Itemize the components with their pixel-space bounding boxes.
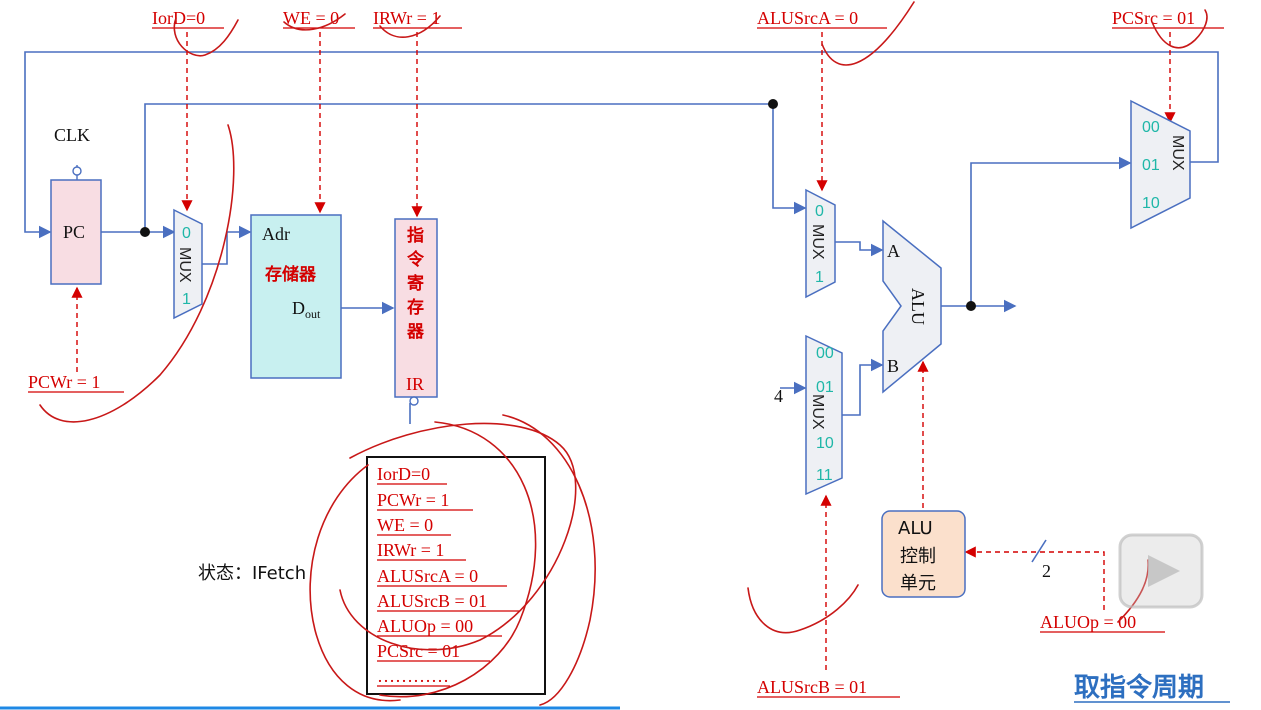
state-line: PCSrc = 01 [377, 641, 460, 661]
alu-ctrl-line: ALU [898, 518, 933, 539]
adr-label: Adr [262, 224, 290, 244]
state-line: ALUSrcA = 0 [377, 566, 478, 586]
signal-alusrcb: ALUSrcB = 01 [757, 677, 867, 697]
state-line: ALUSrcB = 01 [377, 591, 487, 611]
mux-input-00: 00 [1142, 119, 1160, 136]
signal-alusrca: ALUSrcA = 0 [757, 8, 858, 28]
mux-input-11: 11 [816, 467, 833, 484]
mux-address: 0 1 MUX [173, 208, 203, 320]
state-line: ………… [377, 666, 449, 686]
signal-iord: IorD=0 [152, 8, 205, 28]
alu: A B ALU [882, 219, 942, 394]
mux-label: MUX [809, 394, 826, 430]
junction-dot [768, 99, 778, 109]
state-panel: 状态：IFetch IorD=0 PCWr = 1 WE = 0 IRWr = … [198, 456, 546, 695]
mux-label: MUX [1169, 135, 1186, 171]
signal-aluop: ALUOp = 00 [1040, 612, 1136, 632]
alu-ctrl-line: 控制 [900, 546, 936, 567]
mux-pcsrc: 00 01 10 MUX [1130, 99, 1191, 230]
signal-irwr: IRWr = 1 [373, 8, 440, 28]
control-lines [71, 32, 1176, 670]
signal-we: WE = 0 [283, 8, 339, 28]
mux-input-00: 00 [816, 345, 834, 362]
wires [24, 51, 1219, 424]
signal-pcsrc: PCSrc = 01 [1112, 8, 1195, 28]
page-title: 取指令周期 [1074, 672, 1204, 703]
alu-control-unit: ALU 控制 单元 2 [881, 510, 1051, 598]
signal-pcwr: PCWr = 1 [28, 372, 100, 392]
pc-label: PC [63, 222, 85, 242]
mux-input-1: 1 [182, 291, 191, 308]
bus-width-label: 2 [1042, 561, 1051, 581]
handwritten-annotations [39, 1, 1208, 706]
state-line: PCWr = 1 [377, 490, 449, 510]
junction-dot [966, 301, 976, 311]
ir-char: 寄 [407, 273, 424, 294]
dout-label: Dout [292, 298, 321, 321]
alu-input-b: B [887, 356, 899, 376]
alu-label: ALU [908, 288, 928, 325]
mux-input-01: 01 [1142, 157, 1160, 174]
state-line: IRWr = 1 [377, 540, 444, 560]
junction-dot [140, 227, 150, 237]
state-line: IorD=0 [377, 464, 430, 484]
const-four: 4 [774, 386, 783, 406]
mux-input-10: 10 [816, 435, 834, 452]
ir-char: 存 [407, 297, 424, 318]
mux-input-1: 1 [815, 269, 824, 286]
ir-char: 指 [407, 225, 424, 246]
mux-label: MUX [176, 247, 193, 283]
memory-label: 存储器 [265, 264, 317, 285]
instruction-register: 指 令 寄 存 器 IR [394, 218, 438, 406]
clock-bubble-icon [409, 396, 419, 406]
play-button-icon[interactable] [1118, 533, 1204, 609]
ir-char: 器 [406, 322, 425, 342]
memory-block: Adr 存储器 Dout [250, 214, 342, 379]
clock-bubble-icon [72, 166, 82, 176]
mux-srca: 0 1 MUX [805, 188, 836, 299]
state-line: ALUOp = 00 [377, 616, 473, 636]
mux-srcb: 00 01 10 11 MUX 4 [774, 334, 843, 496]
clk-label: CLK [54, 125, 90, 145]
mux-input-01: 01 [816, 379, 834, 396]
mux-input-0: 0 [182, 225, 191, 242]
ir-char: 令 [407, 249, 425, 270]
state-line: WE = 0 [377, 515, 433, 535]
alu-input-a: A [887, 241, 900, 261]
signal-labels: IorD=0 WE = 0 IRWr = 1 ALUSrcA = 0 PCSrc… [28, 8, 1224, 698]
mux-input-10: 10 [1142, 195, 1160, 212]
state-label: 状态：IFetch [198, 563, 306, 584]
alu-ctrl-line: 单元 [900, 573, 936, 594]
mux-input-0: 0 [815, 203, 824, 220]
ir-label: IR [406, 374, 424, 394]
pc-register: CLK PC [50, 125, 102, 285]
mux-label: MUX [809, 224, 826, 260]
